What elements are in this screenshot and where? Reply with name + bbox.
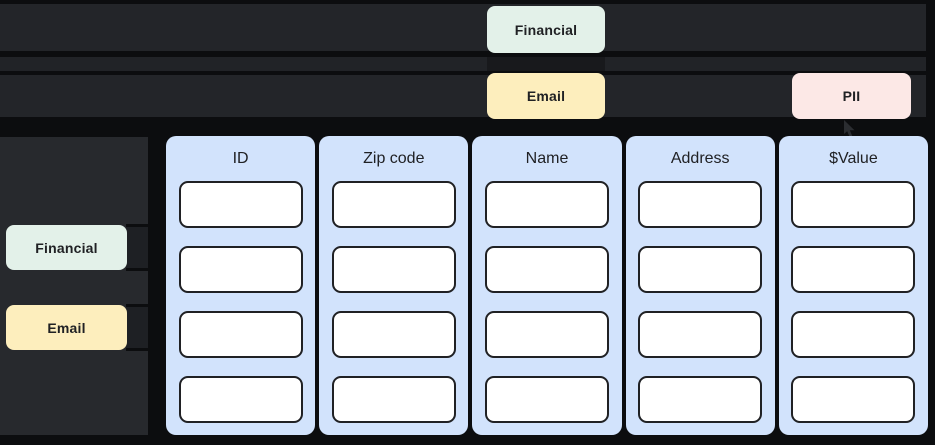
- table-cell: [791, 181, 916, 228]
- column-header: Zip code: [363, 149, 425, 167]
- table-cell: [331, 181, 456, 228]
- data-table: ID Zip code Name Address: [166, 136, 929, 435]
- table-cell: [178, 246, 303, 293]
- table-cell: [485, 246, 609, 293]
- table-column-zip-code: Zip code: [319, 136, 469, 435]
- sidebar-slot-financial: [126, 224, 148, 271]
- table-cell: [638, 181, 763, 228]
- table-cell: [638, 311, 763, 358]
- email-tag-top[interactable]: Email: [487, 73, 605, 119]
- sidebar-slot-email: [126, 304, 148, 351]
- column-header: Address: [670, 149, 730, 167]
- table-column-address: Address: [625, 136, 775, 435]
- tag-sidebar: [0, 137, 148, 435]
- schema-row-2: [0, 75, 926, 117]
- column-header: ID: [232, 149, 249, 167]
- column-header: $Value: [829, 149, 878, 167]
- table-cell: [331, 376, 456, 423]
- table-cell: [791, 246, 916, 293]
- email-tag-sidebar[interactable]: Email: [6, 305, 127, 350]
- table-column-value: $Value: [778, 136, 929, 435]
- financial-tag-sidebar[interactable]: Financial: [6, 225, 127, 270]
- table-cell: [485, 311, 609, 358]
- table-cell: [331, 246, 456, 293]
- table-cell: [791, 376, 916, 423]
- table-cell: [638, 246, 763, 293]
- mouse-cursor-icon: [844, 120, 855, 137]
- schema-row-1: [0, 4, 926, 51]
- table-column-name: Name: [472, 136, 622, 435]
- schema-row-divider-slot: [487, 57, 605, 71]
- column-header: Name: [525, 149, 569, 167]
- table-cell: [178, 376, 303, 423]
- table-cell: [485, 181, 609, 228]
- table-cell: [638, 376, 763, 423]
- pii-tag-top[interactable]: PII: [792, 73, 911, 119]
- schema-row-divider: [0, 57, 926, 71]
- table-cell: [331, 311, 456, 358]
- table-cell: [178, 311, 303, 358]
- table-cell: [791, 311, 916, 358]
- financial-tag-top[interactable]: Financial: [487, 6, 605, 53]
- table-cell: [178, 181, 303, 228]
- table-cell: [485, 376, 609, 423]
- table-column-id: ID: [166, 136, 316, 435]
